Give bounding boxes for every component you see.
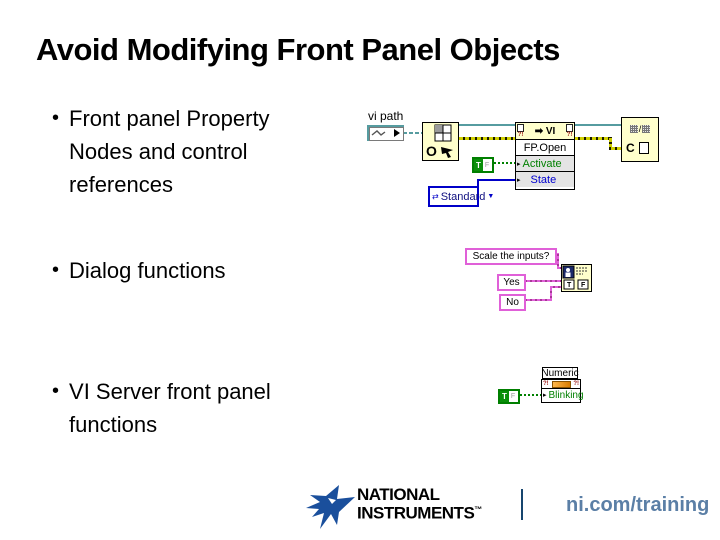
- string-wire: [557, 253, 559, 269]
- vi-property-node: ?! ➡ VI ?! FP.Open ▸ Activate ▸ State: [515, 122, 575, 190]
- string-constant-message: Scale the inputs?: [465, 248, 557, 265]
- enum-coupler-icon: ⇄: [432, 192, 439, 201]
- numeric-property-node: ?! ?! ▸ Blinking: [541, 379, 584, 403]
- close-node-top-icons: /: [624, 124, 656, 134]
- error-wire: [609, 137, 612, 150]
- row-marker-icon: ▸: [543, 392, 547, 399]
- true-constant: T F: [498, 389, 520, 404]
- two-button-dialog-icon: T F: [562, 265, 589, 290]
- property-node-header: ?! ➡ VI ?!: [516, 123, 574, 140]
- svg-text:T: T: [567, 282, 572, 289]
- bullet-text: VI Server front panel functions: [69, 379, 271, 437]
- enum-wire: [477, 179, 515, 181]
- open-vi-reference-icon: O: [426, 124, 453, 159]
- ni-brand-text: NATIONAL INSTRUMENTS™: [357, 485, 482, 523]
- bullet-item-2: • Dialog functions: [52, 254, 352, 287]
- bullet-icon: •: [52, 107, 60, 129]
- svg-text:O: O: [426, 143, 437, 159]
- property-row-state: ▸ State: [516, 172, 574, 187]
- two-button-dialog-node: T F: [561, 264, 592, 292]
- property-row-fp-open: FP.Open: [516, 140, 574, 156]
- dither-icon: [629, 124, 638, 133]
- error-wire: [609, 147, 622, 150]
- string-wire: [522, 280, 561, 282]
- property-row-activate: ▸ Activate: [516, 156, 574, 172]
- path-control-field: [369, 127, 404, 141]
- string-constant-no: No: [499, 294, 526, 311]
- trademark: ™: [474, 505, 482, 514]
- string-wire: [550, 286, 561, 288]
- brand-line-2: INSTRUMENTS™: [357, 503, 482, 523]
- numeric-control-label: Numeric: [541, 367, 579, 379]
- flow-arrow-icon: ➡: [534, 125, 544, 137]
- error-wire: [572, 137, 612, 140]
- page-icon: [517, 124, 524, 132]
- error-wire: [457, 137, 516, 140]
- true-constant: T F: [472, 157, 494, 173]
- enum-constant-standard: ⇄ Standard ▼: [428, 186, 494, 207]
- dropdown-arrow-icon: ▼: [487, 193, 495, 200]
- bullet-icon: •: [52, 259, 60, 281]
- page-icon: [566, 124, 573, 132]
- close-node-bottom: C: [624, 141, 656, 155]
- refnum-in-terminal: ?!: [517, 124, 524, 138]
- path-wire: [403, 132, 423, 134]
- vi-path-label: vi path: [368, 109, 404, 123]
- string-constant-yes: Yes: [497, 274, 526, 291]
- path-glyph-icon: [371, 129, 400, 137]
- property-row-blinking: ▸ Blinking: [542, 389, 584, 401]
- numeric-refnum-bar: [551, 380, 571, 388]
- footer-divider: [521, 489, 523, 520]
- bullet-text: Dialog functions: [69, 258, 226, 283]
- string-wire: [522, 299, 552, 301]
- bullet-item-1: • Front panel Property Nodes and control…: [52, 102, 352, 201]
- boolean-wire: [516, 394, 541, 396]
- open-vi-reference-node: O: [422, 122, 459, 161]
- bullet-icon: •: [52, 380, 60, 402]
- page-icon: [638, 142, 649, 155]
- string-wire: [550, 286, 552, 301]
- bullet-text: Front panel Property Nodes and control r…: [69, 106, 270, 197]
- footer-url: ni.com/training: [566, 494, 710, 516]
- refnum-out-terminal: ?!: [566, 124, 573, 138]
- svg-text:F: F: [581, 282, 586, 289]
- numeric-property-header: ?! ?!: [542, 380, 580, 389]
- boolean-wire: [490, 162, 515, 164]
- dither-icon: [642, 124, 651, 133]
- ni-eagle-logo: [306, 484, 356, 530]
- page-title: Avoid Modifying Front Panel Objects: [36, 32, 560, 67]
- row-marker-icon: ▸: [517, 160, 521, 168]
- close-reference-node: / C: [621, 117, 659, 162]
- node-class: ➡ VI: [534, 125, 556, 137]
- bullet-item-3: • VI Server front panel functions: [52, 375, 352, 441]
- row-marker-icon: ▸: [517, 176, 521, 184]
- vi-path-control: [367, 125, 404, 141]
- brand-line-1: NATIONAL: [357, 485, 440, 504]
- string-wire: [557, 267, 562, 269]
